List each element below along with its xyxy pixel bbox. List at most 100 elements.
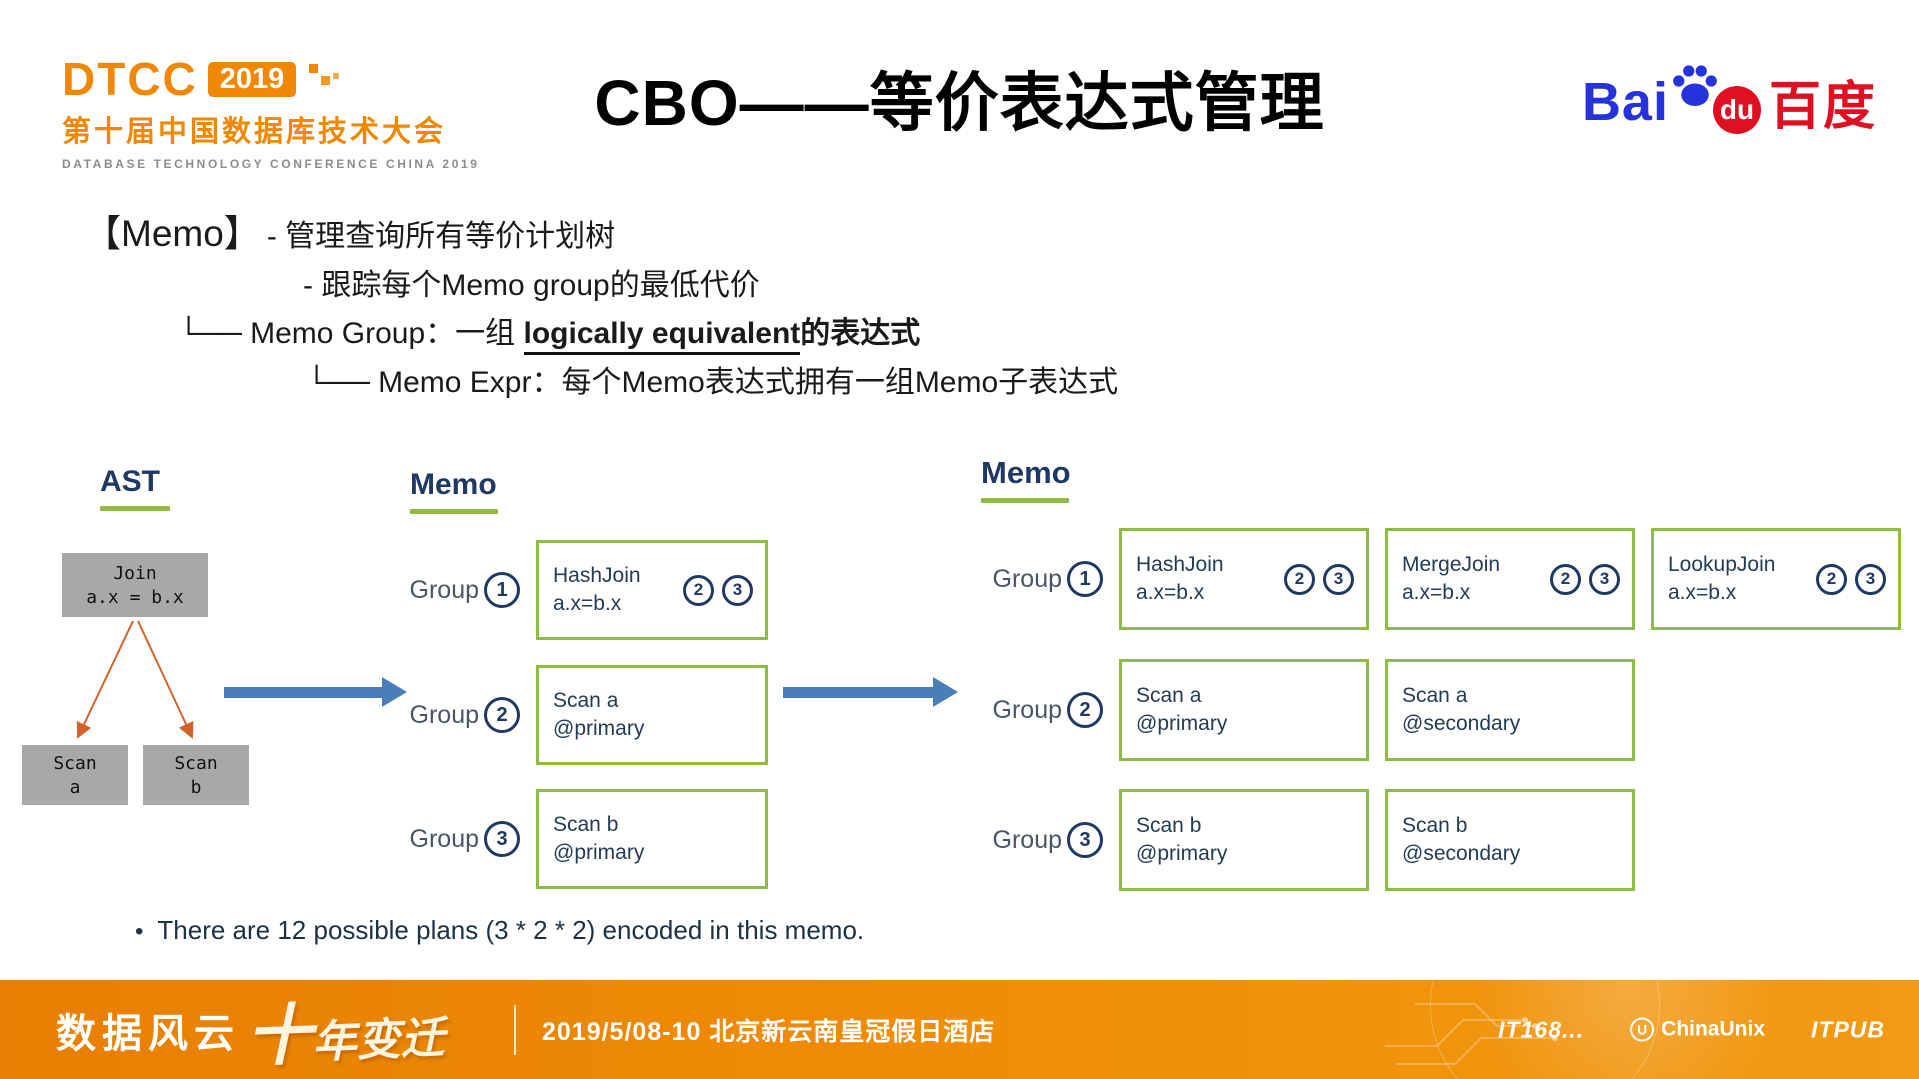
expr-group-refs: 2 3 xyxy=(683,574,765,606)
dtcc-logo-row: DTCC 2019 xyxy=(62,56,480,102)
arrow-head-icon xyxy=(933,677,958,707)
dtcc-year-badge: 2019 xyxy=(207,61,297,97)
footer-bar: 数据风云 十年变迁 2019/5/08-10 北京新云南皇冠假日酒店 IT168… xyxy=(0,980,1919,1079)
memo1-group3-row: Group 3 Scan b @primary xyxy=(410,789,768,889)
itpub-logo: ITPUB xyxy=(1811,1016,1885,1042)
memo1-group1-row: Group 1 HashJoin a.x=b.x 2 3 xyxy=(410,540,768,640)
group-ref-circle: 2 xyxy=(1550,563,1581,595)
group-ref-circle: 3 xyxy=(722,574,753,606)
group-label-text: Group xyxy=(992,695,1062,724)
expr-predicate: @primary xyxy=(1136,712,1228,735)
circuit-decoration xyxy=(1385,1003,1558,1065)
expr-text: Scan b @primary xyxy=(1122,814,1227,866)
expr-group-refs: 2 3 xyxy=(1816,563,1898,595)
group-label: Group 2 xyxy=(410,697,520,733)
expr-op: Scan a xyxy=(1402,684,1468,707)
expr-text: LookupJoin a.x=b.x xyxy=(1654,553,1775,605)
expr-op: Scan b xyxy=(553,813,619,836)
group-number-circle: 2 xyxy=(1067,692,1103,728)
memo1-underline xyxy=(410,509,498,514)
group-label-text: Group xyxy=(409,575,479,604)
expr-predicate: @secondary xyxy=(1402,712,1521,735)
dtcc-pixel-decoration xyxy=(306,64,340,88)
expr-predicate: @primary xyxy=(553,841,645,864)
ast-label: AST xyxy=(100,465,170,511)
ast-underline xyxy=(100,506,170,511)
expr-op: HashJoin xyxy=(553,564,641,587)
group-number-circle: 3 xyxy=(1067,822,1103,858)
baidu-logo: Bai du 百度 xyxy=(1582,64,1877,139)
memo-note-3-suffix: 的表达式 xyxy=(800,317,921,350)
memo-expr-box: LookupJoin a.x=b.x 2 3 xyxy=(1651,528,1901,630)
group-ref-circle: 2 xyxy=(1816,563,1847,595)
baidu-logo-du: du xyxy=(1712,85,1761,134)
bullet-text: There are 12 possible plans (3 * 2 * 2) … xyxy=(157,915,865,945)
expr-predicate: a.x=b.x xyxy=(1136,581,1205,604)
page-title: CBO——等价表达式管理 xyxy=(594,67,1325,139)
expr-text: Scan a @primary xyxy=(539,689,644,741)
expr-group-refs: 2 3 xyxy=(1550,563,1632,595)
ast-join-node: Join a.x = b.x xyxy=(62,553,208,617)
memo2-label: Memo xyxy=(981,455,1071,503)
ast-scan-a-node: Scan a xyxy=(22,745,128,805)
chinaunix-logo: U ChinaUnix xyxy=(1630,1017,1765,1042)
memo-expr-box: Scan a @secondary xyxy=(1385,659,1635,761)
expr-text: HashJoin a.x=b.x xyxy=(539,564,641,616)
bullet-marker: • xyxy=(135,918,144,945)
memo-note-3-prefix: └── Memo Group：一组 xyxy=(178,317,524,350)
memo-expr-box: Scan b @secondary xyxy=(1385,789,1635,891)
transform-arrow-2 xyxy=(783,677,958,707)
memo-note-line-4: └── Memo Expr：每个Memo表达式拥有一组Memo子表达式 xyxy=(306,366,1119,399)
expr-predicate: @primary xyxy=(553,717,645,740)
footer-divider xyxy=(514,1004,516,1055)
memo-note-line-1: 【Memo】- 管理查询所有等价计划树 xyxy=(84,203,615,257)
ast-scan-b-line1: Scan xyxy=(174,752,218,774)
footer-decor-big: 十 xyxy=(244,996,314,1074)
dtcc-subtitle-cn: 第十届中国数据库技术大会 xyxy=(62,116,447,148)
group-ref-circle: 3 xyxy=(1323,563,1354,595)
group-number-circle: 1 xyxy=(484,572,520,608)
memo-expr-box: Scan a @primary xyxy=(1119,659,1369,761)
baidu-logo-cn: 百度 xyxy=(1768,78,1877,136)
memo2-group2-row: Group 2 Scan a @primary Scan a @secondar… xyxy=(985,659,1635,761)
footer-partner-logos: IT168... U ChinaUnix ITPUB xyxy=(1498,1016,1885,1043)
bullet-note: • There are 12 possible plans (3 * 2 * 2… xyxy=(135,915,864,946)
memo-bracket-label: 【Memo】 xyxy=(84,213,261,254)
expr-text: Scan a @secondary xyxy=(1388,684,1520,736)
ast-scan-a-line1: Scan xyxy=(53,752,97,774)
expr-op: LookupJoin xyxy=(1668,553,1776,576)
memo1-label: Memo xyxy=(410,468,498,514)
memo2-group3-row: Group 3 Scan b @primary Scan b @secondar… xyxy=(985,789,1635,891)
chinaunix-icon: U xyxy=(1630,1017,1655,1042)
expr-predicate: @primary xyxy=(1136,842,1228,865)
group-ref-circle: 3 xyxy=(1589,563,1620,595)
baidu-logo-bai: Bai xyxy=(1581,71,1669,132)
expr-predicate: a.x=b.x xyxy=(1402,581,1471,604)
expr-text: MergeJoin a.x=b.x xyxy=(1388,553,1500,605)
memo2-group1-row: Group 1 HashJoin a.x=b.x 2 3 MergeJoin a… xyxy=(985,528,1901,630)
expr-text: Scan b @primary xyxy=(539,813,644,865)
memo-note-1-text: - 管理查询所有等价计划树 xyxy=(266,220,616,253)
expr-op: MergeJoin xyxy=(1402,553,1501,576)
baidu-paw-icon xyxy=(1673,64,1717,106)
transform-arrow-1 xyxy=(224,677,407,707)
dtcc-logo-text: DTCC xyxy=(62,53,198,105)
expr-text: Scan b @secondary xyxy=(1388,814,1520,866)
expr-text: HashJoin a.x=b.x xyxy=(1122,553,1224,605)
dtcc-subtitle-en: DATABASE TECHNOLOGY CONFERENCE CHINA 201… xyxy=(62,157,480,171)
group-ref-circle: 3 xyxy=(1855,563,1886,595)
memo2-underline xyxy=(981,498,1069,503)
memo1-group2-row: Group 2 Scan a @primary xyxy=(410,665,768,765)
ast-scan-b-node: Scan b xyxy=(143,745,249,805)
expr-op: Scan b xyxy=(1402,814,1468,837)
memo-expr-box: Scan a @primary xyxy=(536,665,768,765)
expr-predicate: a.x=b.x xyxy=(1668,581,1737,604)
expr-op: HashJoin xyxy=(1136,553,1224,576)
expr-predicate: @secondary xyxy=(1402,842,1521,865)
expr-op: Scan a xyxy=(553,689,619,712)
memo2-label-text: Memo xyxy=(981,455,1071,490)
group-label: Group 1 xyxy=(410,572,520,608)
group-label: Group 1 xyxy=(985,561,1103,597)
ast-join-line1: Join xyxy=(113,562,157,584)
group-ref-circle: 2 xyxy=(683,574,714,606)
